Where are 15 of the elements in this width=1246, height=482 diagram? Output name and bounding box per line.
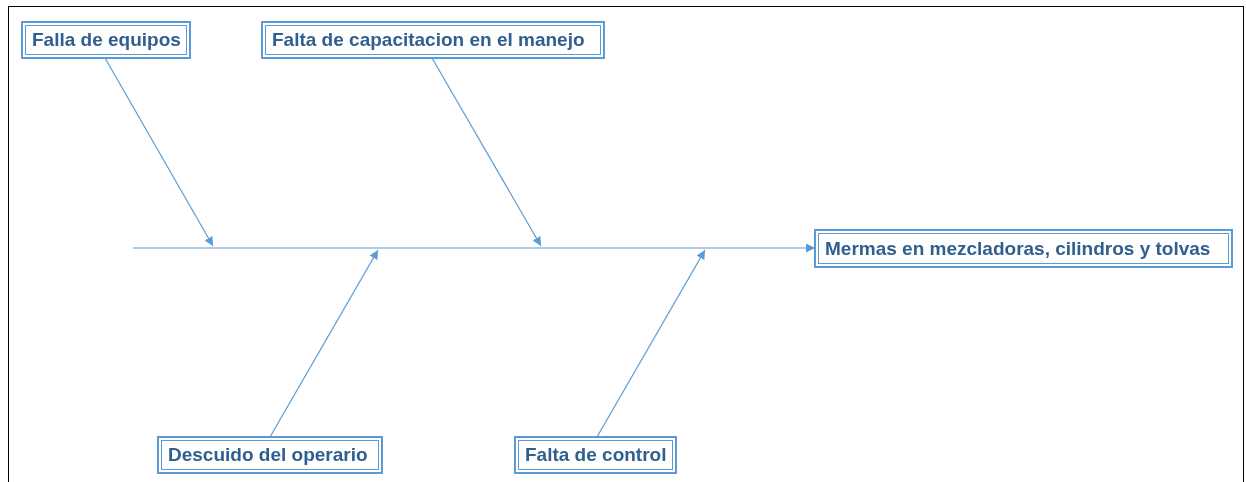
cause-box bbox=[158, 437, 382, 473]
box-label: Falla de equipos bbox=[32, 29, 181, 51]
effect-box bbox=[815, 230, 1232, 267]
bone-arrow bbox=[269, 249, 379, 438]
spine-arrow bbox=[132, 243, 816, 253]
box-label: Falta de control bbox=[525, 444, 667, 466]
cause-box bbox=[515, 437, 676, 473]
cause-box bbox=[22, 22, 190, 58]
box-label: Mermas en mezcladoras, cilindros y tolvas bbox=[825, 237, 1211, 260]
bone-arrow bbox=[431, 57, 542, 247]
cause-box bbox=[262, 22, 604, 58]
box-label: Descuido del operario bbox=[168, 444, 368, 466]
box-label: Falta de capacitacion en el manejo bbox=[272, 29, 585, 51]
bone-arrow bbox=[104, 57, 214, 247]
bone-arrow bbox=[596, 249, 706, 438]
